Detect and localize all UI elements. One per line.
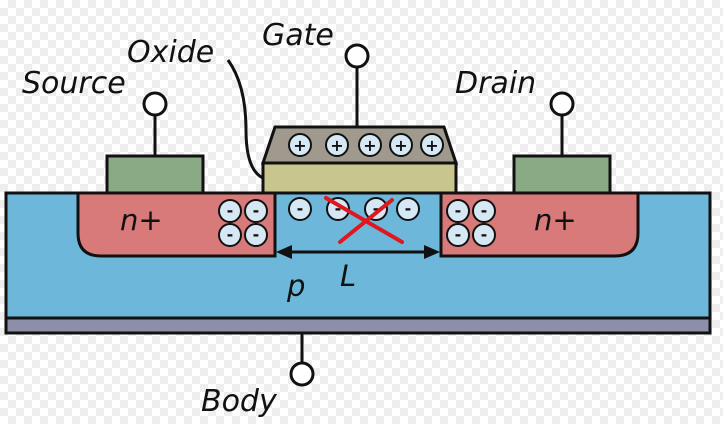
positive-charge <box>358 133 382 157</box>
gate-label: Gate <box>262 18 334 53</box>
gate-positive-charges: + + + + + <box>288 133 444 157</box>
positive-charge <box>389 133 413 157</box>
electron-sign: - <box>253 225 260 244</box>
positive-charge <box>420 133 444 157</box>
positive-charge-sign: + <box>293 136 306 155</box>
electron <box>288 197 312 221</box>
source-electrons: - - - - <box>218 199 268 247</box>
electron <box>244 223 268 247</box>
drain-label: Drain <box>455 66 536 101</box>
electron-sign: - <box>227 201 234 220</box>
body-label: Body <box>201 384 278 419</box>
source-n-plus-region <box>76 191 277 258</box>
positive-charge-sign: + <box>330 136 343 155</box>
drain-electrons: - - - - <box>446 199 496 247</box>
electron-sign: - <box>297 199 304 218</box>
electron <box>364 197 388 221</box>
oxide-layer <box>261 161 458 195</box>
positive-charge-sign: + <box>363 136 376 155</box>
channel-length-label: L <box>340 259 356 293</box>
cross-mark-icon <box>324 196 404 244</box>
drain-contact <box>512 154 612 195</box>
source-terminal <box>142 91 168 117</box>
positive-charge-sign: + <box>425 136 438 155</box>
oxide-label: Oxide <box>127 35 214 70</box>
source-region-label: n+ <box>120 203 163 237</box>
electron <box>446 223 470 247</box>
electron <box>472 199 496 223</box>
electron <box>446 199 470 223</box>
electron-sign: - <box>455 201 462 220</box>
arrow-head-right <box>424 245 440 259</box>
electron-sign: - <box>455 225 462 244</box>
arrow-head-left <box>276 245 292 259</box>
oxide-leader-line <box>226 59 264 180</box>
electron <box>472 223 496 247</box>
source-contact <box>105 154 205 195</box>
drain-region-label: n+ <box>534 203 577 237</box>
electron-sign: - <box>227 225 234 244</box>
electron <box>218 223 242 247</box>
electron-sign: - <box>481 201 488 220</box>
positive-charge <box>325 133 349 157</box>
body-terminal <box>289 361 315 387</box>
gate-terminal <box>344 43 370 69</box>
source-label: Source <box>22 66 126 101</box>
electron-sign: - <box>405 199 412 218</box>
electron <box>396 197 420 221</box>
substrate-label: p <box>286 269 305 303</box>
electron <box>244 199 268 223</box>
positive-charge-sign: + <box>394 136 407 155</box>
positive-charge <box>288 133 312 157</box>
body-contact-plate <box>4 316 712 335</box>
drain-terminal <box>549 91 575 117</box>
electron-sign: - <box>481 225 488 244</box>
electron-sign: - <box>335 199 342 218</box>
electron-sign: - <box>253 201 260 220</box>
electron-sign: - <box>373 199 380 218</box>
electron <box>218 199 242 223</box>
